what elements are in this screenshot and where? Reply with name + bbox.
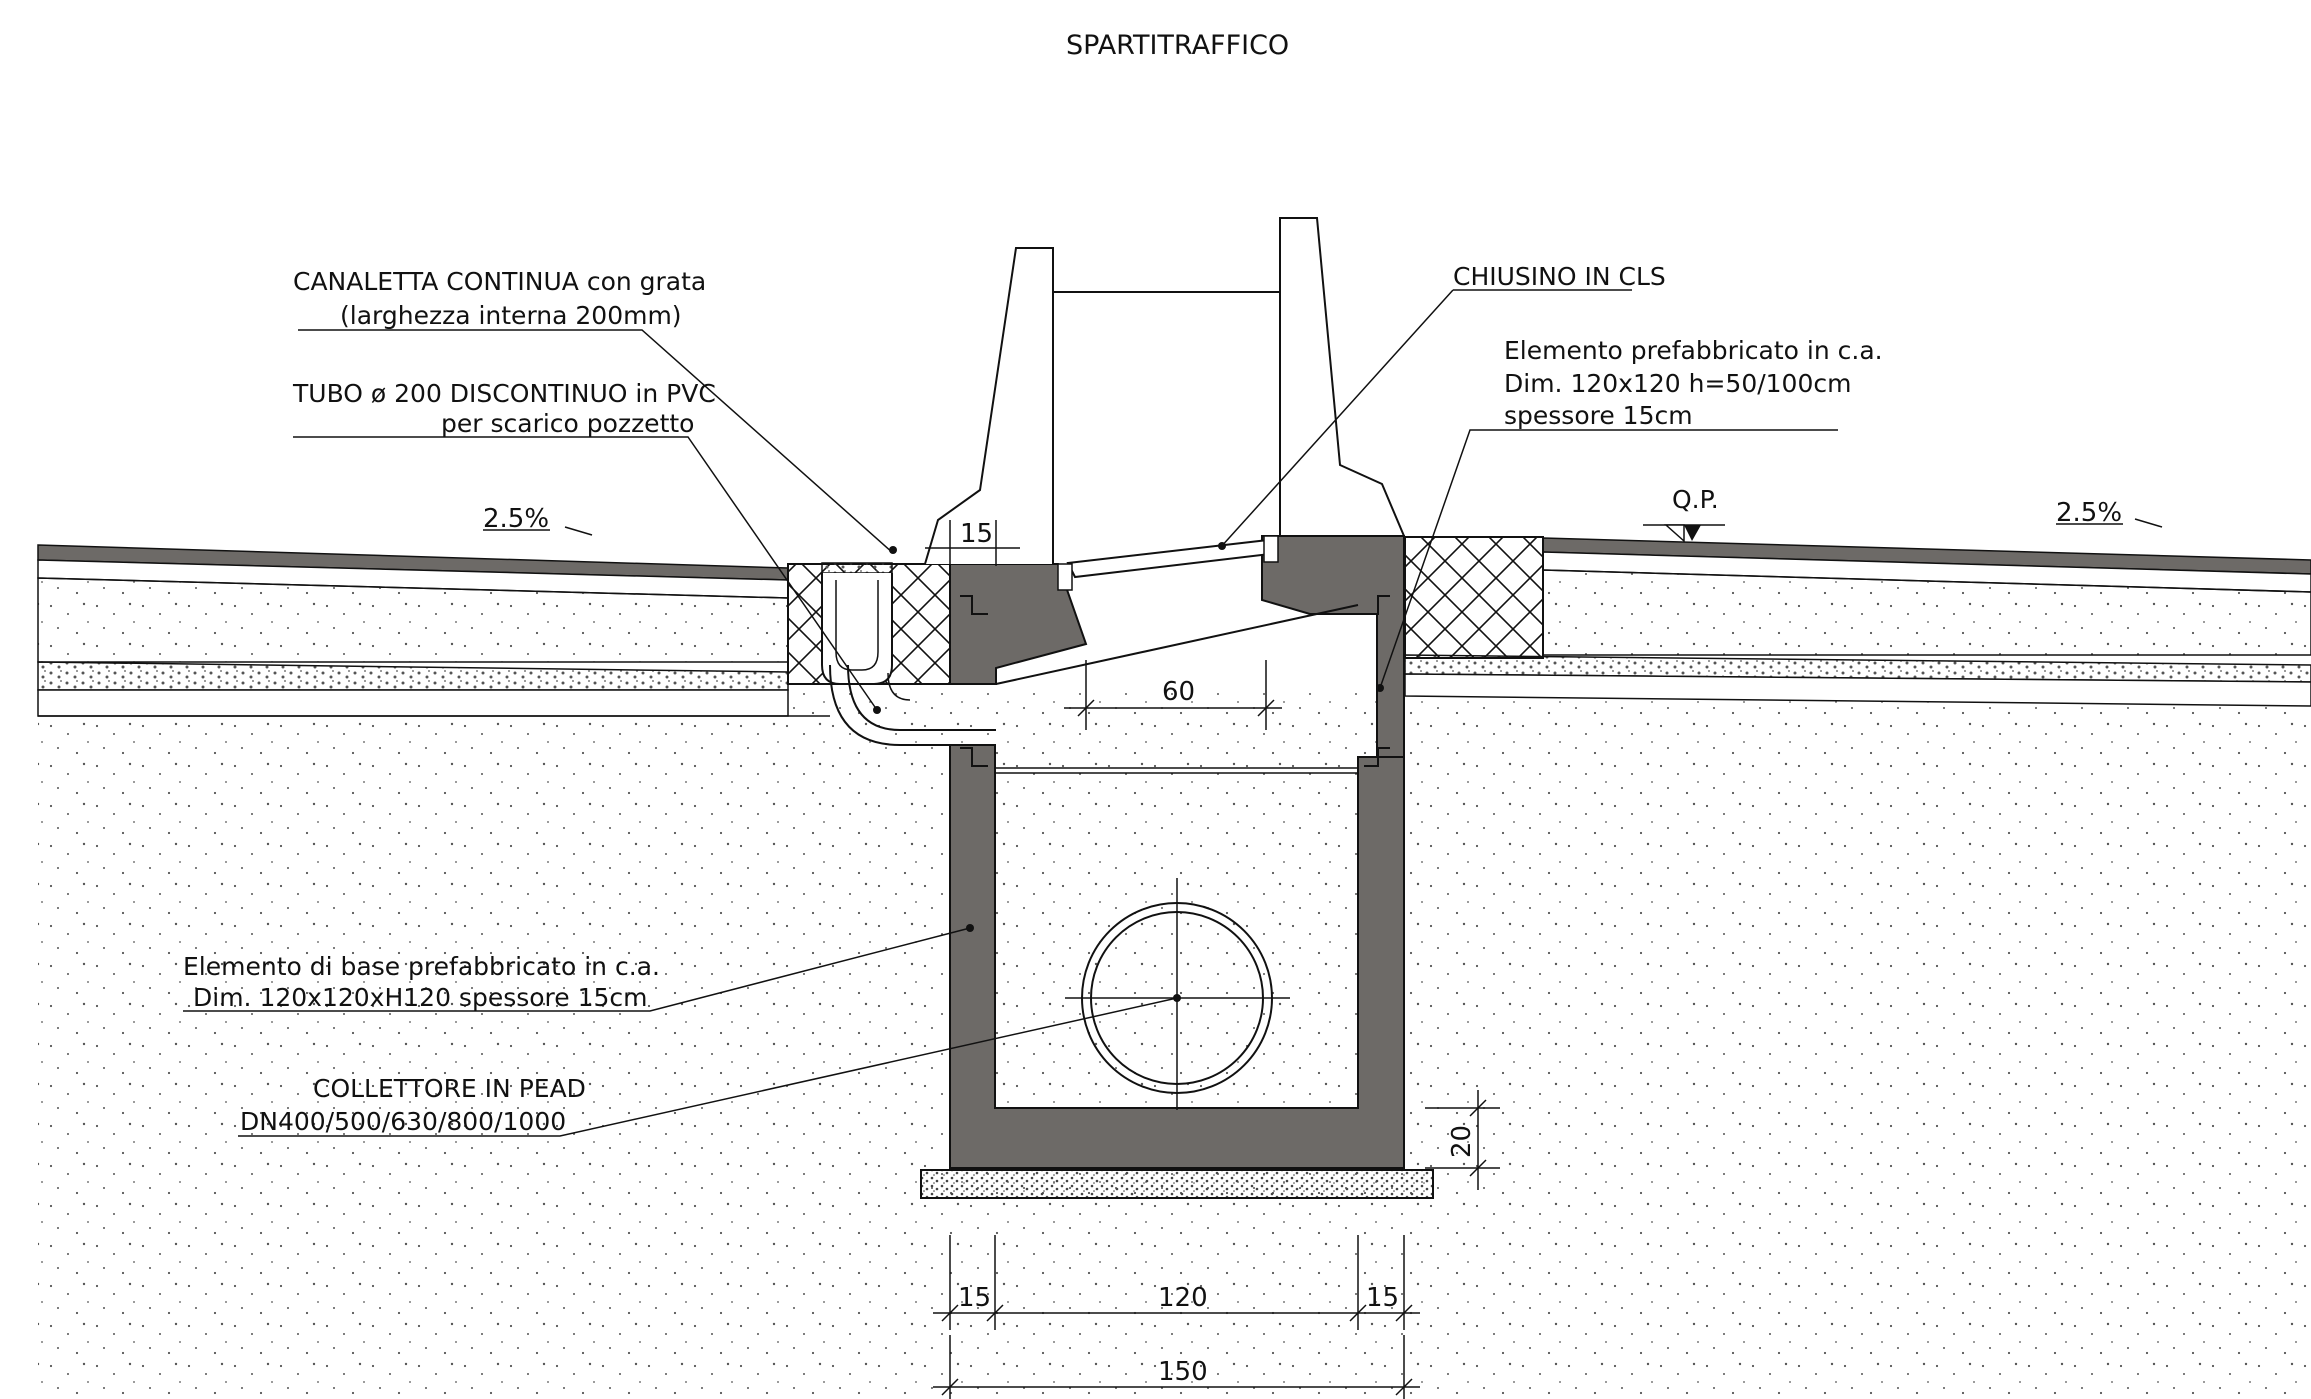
page-title: SPARTITRAFFICO: [1066, 30, 1289, 61]
dim-150: 150: [1158, 1357, 1208, 1387]
label-collettore-line2: DN400/500/630/800/1000: [240, 1107, 566, 1136]
dim-20: 20: [1447, 1125, 1477, 1158]
label-canaletta-line2: (larghezza interna 200mm): [340, 301, 682, 330]
qp-label: Q.P.: [1672, 485, 1719, 514]
qp-marker: [1643, 524, 1725, 543]
label-elem-pref-line1: Elemento prefabbricato in c.a.: [1504, 336, 1883, 365]
dim-15-left: 15: [958, 1283, 991, 1313]
upper-element-slope: [995, 604, 1359, 685]
label-elem-pref-line3: spessore 15cm: [1504, 401, 1693, 430]
label-base-line2: Dim. 120x120xH120 spessore 15cm: [193, 983, 648, 1012]
dim-120: 120: [1158, 1283, 1208, 1313]
hatched-fill-right: [1404, 536, 1544, 659]
left-pavement: [37, 544, 789, 717]
manhole-cover: [1057, 535, 1279, 591]
lean-concrete-pad: [920, 1169, 1434, 1199]
joint-notches: [960, 595, 1390, 767]
slope-marks: [483, 518, 2163, 536]
dimension-lines: [925, 520, 1500, 1399]
drainage-channel: [821, 562, 893, 685]
ground-fill: [38, 690, 2311, 1399]
pvc-pipe: [829, 664, 996, 746]
label-base-line1: Elemento di base prefabbricato in c.a.: [183, 952, 660, 981]
dim-15-right: 15: [1366, 1283, 1399, 1313]
label-chiusino: CHIUSINO IN CLS: [1453, 262, 1666, 291]
label-elem-pref-line2: Dim. 120x120 h=50/100cm: [1504, 369, 1851, 398]
traffic-barrier: [924, 217, 1406, 565]
base-element: [949, 744, 1405, 1169]
label-canaletta-line1: CANALETTA CONTINUA con grata: [293, 267, 706, 296]
slope-right-label: 2.5%: [2056, 498, 2122, 528]
label-tubo-line2: per scarico pozzetto: [441, 409, 694, 438]
dim-15-top: 15: [960, 519, 993, 549]
dim-60: 60: [1162, 677, 1195, 707]
leader-lines: [183, 289, 1838, 1137]
label-collettore-line1: COLLETTORE IN PEAD: [313, 1074, 586, 1103]
label-tubo-line1: TUBO ø 200 DISCONTINUO in PVC: [292, 379, 716, 408]
slope-left-label: 2.5%: [483, 504, 549, 534]
